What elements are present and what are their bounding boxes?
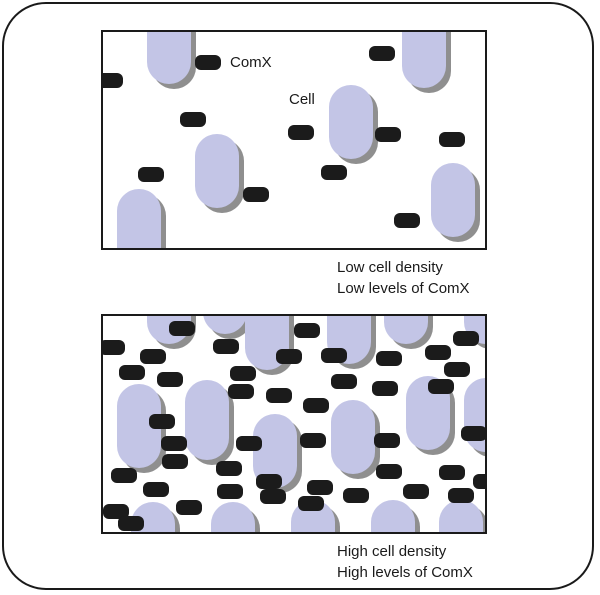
comx-molecule — [140, 349, 166, 364]
bacterial-cell — [402, 32, 446, 88]
comx-molecule — [266, 388, 292, 403]
comx-molecule — [236, 436, 262, 451]
comx-molecule — [343, 488, 369, 503]
comx-molecule — [428, 379, 454, 394]
high-density-panel — [101, 314, 487, 534]
caption-line-cell-density: Low cell density — [337, 259, 443, 276]
comx-molecule — [425, 345, 451, 360]
bacterial-cell — [211, 502, 255, 532]
comx-molecule — [321, 165, 347, 180]
caption-line-comx-level: Low levels of ComX — [337, 280, 470, 297]
bacterial-cell — [253, 414, 297, 488]
comx-molecule — [331, 374, 357, 389]
comx-molecule — [103, 504, 129, 519]
bacterial-cell — [384, 316, 428, 344]
comx-molecule — [448, 488, 474, 503]
bacterial-cell — [439, 500, 483, 532]
caption-line-comx-level: High levels of ComX — [337, 564, 473, 581]
comx-molecule — [228, 384, 254, 399]
comx-molecule — [162, 454, 188, 469]
comx-molecule — [303, 398, 329, 413]
bacterial-cell — [117, 384, 161, 468]
high-density-illustration — [103, 316, 485, 532]
comx-molecule — [375, 127, 401, 142]
comx-molecule — [372, 381, 398, 396]
comx-molecule — [439, 132, 465, 147]
comx-molecule — [161, 436, 187, 451]
bacterial-cell — [185, 380, 229, 460]
comx-molecule — [294, 323, 320, 338]
bacterial-cell — [371, 500, 415, 532]
comx-molecule — [403, 484, 429, 499]
bacterial-cell — [195, 134, 239, 208]
comx-molecule — [453, 331, 479, 346]
bacterial-cell — [431, 163, 475, 237]
bacterial-cell — [464, 316, 485, 344]
figure-frame — [2, 2, 594, 590]
comx-molecule — [243, 187, 269, 202]
comx-molecule — [230, 366, 256, 381]
comx-molecule — [118, 516, 144, 531]
comx-molecule — [119, 365, 145, 380]
comx-molecule — [256, 474, 282, 489]
comx-molecule — [369, 46, 395, 61]
comx-molecule — [149, 414, 175, 429]
comx-label: ComX — [230, 54, 272, 71]
comx-molecule — [143, 482, 169, 497]
comx-molecule — [321, 348, 347, 363]
low-density-illustration: ComX Cell — [103, 32, 480, 248]
comx-molecule — [157, 372, 183, 387]
comx-molecule — [376, 464, 402, 479]
comx-molecule — [288, 125, 314, 140]
comx-molecule — [176, 500, 202, 515]
comx-molecule — [473, 474, 485, 489]
comx-molecule — [374, 433, 400, 448]
comx-molecule — [276, 349, 302, 364]
bacterial-cell — [406, 376, 450, 450]
comx-molecule — [376, 351, 402, 366]
bacterial-cell — [329, 85, 373, 159]
caption-line-cell-density: High cell density — [337, 543, 447, 560]
comx-molecule — [439, 465, 465, 480]
low-density-panel: ComX Cell — [101, 30, 487, 250]
bacterial-cell — [331, 400, 375, 474]
comx-molecule — [298, 496, 324, 511]
comx-molecule — [103, 340, 125, 355]
comx-molecule — [216, 461, 242, 476]
high-density-caption: High cell density High levels of ComX — [337, 541, 473, 583]
comx-molecule — [103, 73, 123, 88]
comx-molecule — [213, 339, 239, 354]
comx-molecule — [180, 112, 206, 127]
low-density-caption: Low cell density Low levels of ComX — [337, 257, 470, 299]
comx-molecule — [300, 433, 326, 448]
bacterial-cell — [203, 316, 247, 334]
comx-molecule — [169, 321, 195, 336]
comx-molecule — [444, 362, 470, 377]
comx-molecule — [394, 213, 420, 228]
bacterial-cell — [147, 32, 191, 84]
comx-molecule — [307, 480, 333, 495]
comx-molecule — [217, 484, 243, 499]
bacterial-cell — [117, 189, 161, 248]
comx-molecule — [260, 489, 286, 504]
cell-label: Cell — [289, 91, 315, 108]
comx-molecule — [461, 426, 485, 441]
comx-molecule — [195, 55, 221, 70]
comx-molecule — [111, 468, 137, 483]
comx-molecule — [138, 167, 164, 182]
